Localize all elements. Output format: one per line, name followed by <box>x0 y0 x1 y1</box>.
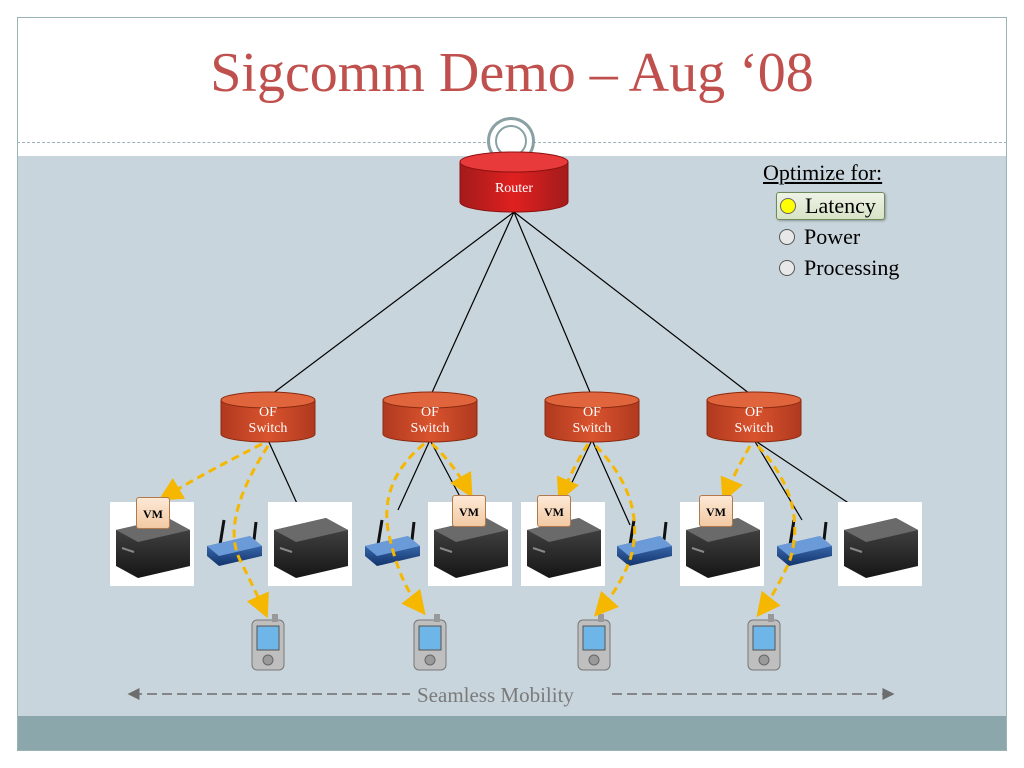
option-label: Power <box>804 224 861 249</box>
wireless-router-icon <box>777 519 832 566</box>
link-sw4-wifi <box>753 439 803 521</box>
slide-frame <box>17 17 1007 751</box>
router-label: Router <box>494 181 534 196</box>
switch-label-line2: Switch <box>734 421 774 436</box>
switch-label-line2: Switch <box>410 421 450 436</box>
link-router-switch-4 <box>513 211 755 398</box>
content-panel <box>18 156 1006 716</box>
link-sw4-server <box>753 439 863 513</box>
pda-phone-icon <box>413 614 447 671</box>
server-icon <box>527 518 601 578</box>
router-links <box>267 211 755 398</box>
radio-unselected-icon[interactable] <box>779 260 795 276</box>
link-router-switch-1 <box>267 211 515 398</box>
of-switch-1 <box>220 391 316 443</box>
of-switch-4 <box>706 391 802 443</box>
vm-badge-4: VM <box>699 495 733 527</box>
arrow-sw2-vm <box>430 442 473 498</box>
switch-label-line1: OF <box>259 405 277 420</box>
seamless-mobility-label: Seamless Mobility <box>413 683 578 708</box>
radio-selected-icon[interactable] <box>780 198 796 214</box>
server-icon <box>116 518 190 578</box>
arrow-sw1-phone <box>232 445 270 619</box>
link-sw3-wifi <box>591 439 631 526</box>
option-processing[interactable]: Processing <box>776 255 907 281</box>
pda-phone-icon <box>251 614 285 671</box>
link-sw1-server <box>267 439 301 511</box>
option-label: Latency <box>805 193 876 218</box>
option-latency[interactable]: Latency <box>776 192 885 220</box>
switch-label-line1: OF <box>745 405 763 420</box>
arrow-sw4-phone <box>756 444 797 618</box>
switch-label-2: OF Switch <box>383 405 477 437</box>
of-switch-3 <box>544 391 640 443</box>
arrow-sw1-vm <box>158 442 263 501</box>
vm-badge-1: VM <box>136 497 170 529</box>
slide-title: Sigcomm Demo – Aug ‘08 <box>210 42 814 104</box>
arrow-sw3-vm <box>556 443 590 503</box>
server-icon <box>434 518 508 578</box>
vm-badge-2: VM <box>452 495 486 527</box>
arrow-sw2-phone <box>385 442 426 616</box>
option-power[interactable]: Power <box>776 224 868 250</box>
wireless-router-icon <box>365 519 420 566</box>
pda-phone-icon <box>577 614 611 671</box>
pda-phone-icon <box>747 614 781 671</box>
of-switch-2 <box>382 391 478 443</box>
link-router-switch-3 <box>513 211 593 398</box>
link-router-switch-2 <box>429 211 515 398</box>
arrow-sw3-phone <box>593 444 637 617</box>
server-icon <box>274 518 348 578</box>
optimize-title: Optimize for: <box>763 160 883 185</box>
switch-label-1: OF Switch <box>221 405 315 437</box>
switch-label-line1: OF <box>583 405 601 420</box>
wireless-router-icon <box>617 519 672 566</box>
switch-label-3: OF Switch <box>545 405 639 437</box>
router-cylinder <box>459 151 569 213</box>
vm-badge-3: VM <box>537 495 571 527</box>
switch-label-line1: OF <box>421 405 439 420</box>
arrow-sw4-vm <box>720 445 752 503</box>
radio-unselected-icon[interactable] <box>779 229 795 245</box>
switch-label-4: OF Switch <box>707 405 801 437</box>
server-icon <box>686 518 760 578</box>
server-icon <box>844 518 918 578</box>
link-sw2-wifi <box>397 439 431 511</box>
migration-arrows <box>158 442 797 619</box>
switch-label-line2: Switch <box>572 421 612 436</box>
footer-bar <box>18 716 1006 750</box>
switch-label-line2: Switch <box>248 421 288 436</box>
option-label: Processing <box>804 255 900 280</box>
